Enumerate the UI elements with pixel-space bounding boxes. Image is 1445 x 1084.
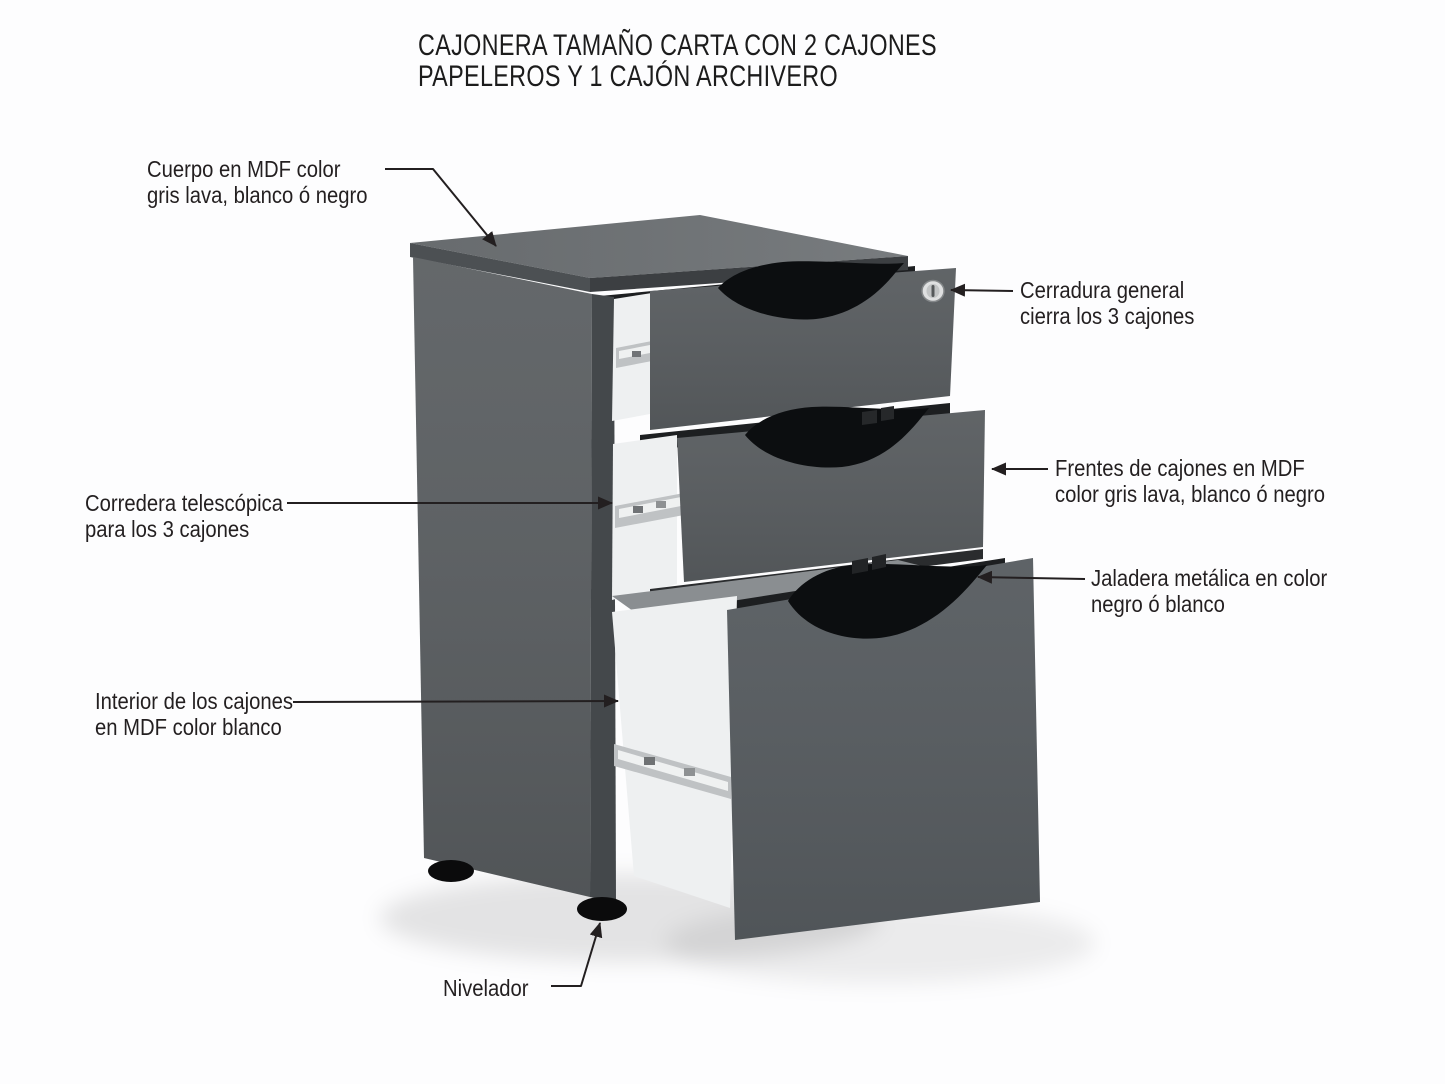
annotation-cuerpo-line2: gris lava, blanco ó negro [147,182,368,208]
annotation-jaladera-line1: Jaladera metálica en color [1091,565,1328,591]
annotation-cerradura: Cerradura general cierra los 3 cajones [1020,277,1194,329]
drawer-middle-slide [615,493,684,528]
annotation-frentes-line1: Frentes de cajones en MDF [1055,455,1305,481]
annotation-jaladera-line2: negro ó blanco [1091,591,1225,617]
cabinet-side-panel [413,257,616,903]
annotation-cuerpo-line1: Cuerpo en MDF color [147,156,341,182]
leveler-feet [428,860,627,921]
leader-lines [287,168,1086,987]
leader-cerradura [950,283,1014,297]
annotation-nivelador-line1: Nivelador [443,975,529,1001]
annotation-frentes-line2: color gris lava, blanco ó negro [1055,481,1326,507]
leveler-foot-left [428,860,474,882]
slide-bracket [872,554,886,570]
drawer-middle-handle [745,406,929,468]
annotation-nivelador: Nivelador [443,975,528,1001]
drawer-bottom-handle [788,563,987,639]
leader-nivelador [551,922,603,987]
drawer-bottom [612,554,1040,940]
annotation-interior-line2: en MDF color blanco [95,714,282,740]
leader-jaladera [977,570,1086,584]
cabinet-top-left-edge [410,243,590,292]
page-title-line1: CAJONERA TAMAÑO CARTA CON 2 CAJONES [418,29,937,62]
slide-bracket [862,410,877,425]
drawer-bottom-box [612,596,737,908]
slide-bracket [881,406,894,421]
page-title: CAJONERA TAMAÑO CARTA CON 2 CAJONES PAPE… [418,30,937,92]
lock [921,279,945,303]
annotation-corredera-line2: para los 3 cajones [85,516,250,542]
drawer-top-handle [718,261,904,320]
annotation-corredera-line1: Corredera telescópica [85,490,284,516]
annotation-corredera: Corredera telescópica para los 3 cajones [85,490,283,542]
annotation-cuerpo: Cuerpo en MDF color gris lava, blanco ó … [147,156,368,208]
drawer-bottom-slide [614,744,731,799]
annotation-jaladera: Jaladera metálica en color negro ó blanc… [1091,565,1327,617]
annotation-interior: Interior de los cajones en MDF color bla… [95,688,293,740]
drawer-top-slide [616,341,652,368]
drawer-top [612,261,956,430]
annotation-cerradura-line1: Cerradura general [1020,277,1185,303]
annotation-cerradura-line2: cierra los 3 cajones [1020,303,1195,329]
leader-cuerpo [385,168,497,247]
page-title-line2: PAPELEROS Y 1 CAJÓN ARCHIVERO [418,60,838,93]
annotation-interior-line1: Interior de los cajones [95,688,294,714]
cabinet-front-edge-strip [590,294,616,903]
slide-bracket [852,558,868,574]
leveler-foot-front [577,897,627,921]
leader-interior [292,694,619,708]
annotation-frentes: Frentes de cajones en MDF color gris lav… [1055,455,1325,507]
drawer-middle [612,406,985,600]
